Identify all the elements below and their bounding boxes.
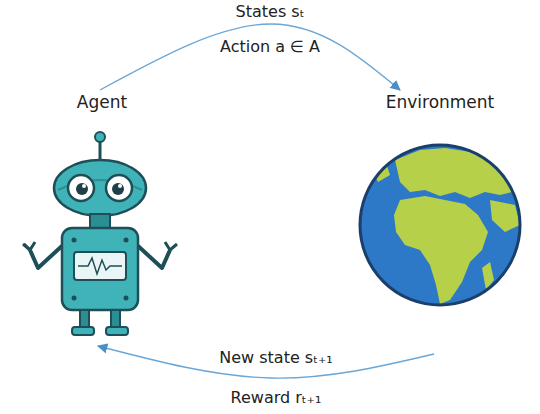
robot-illustration [23,132,177,335]
annotation-label: Action a ∈ A [217,37,323,56]
flow-arrow [100,24,400,90]
globe-illustration [360,145,525,305]
flow-arrow [98,346,434,378]
node-label: Environment [352,92,528,112]
illustration-node: Environment [352,92,528,352]
node-label: Agent [16,92,188,112]
illustration-node: Agent [16,92,188,344]
annotation-label: Reward rₜ₊₁ [228,388,325,407]
edge-label: States sₜ [233,2,308,21]
edge-label: New state sₜ₊₁ [216,348,336,367]
